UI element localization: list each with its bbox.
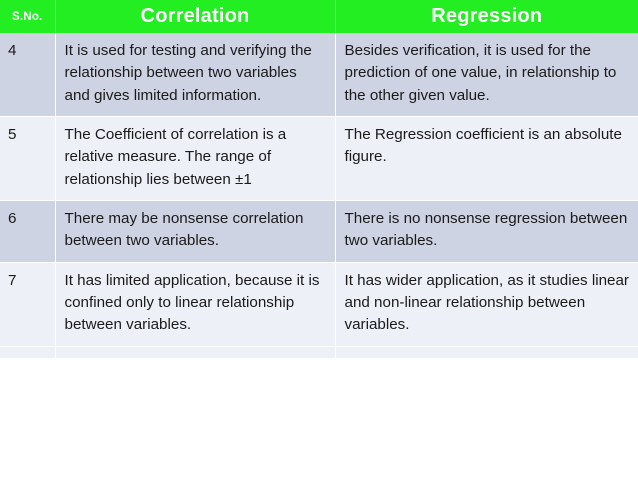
cell-regression: It has wider application, as it studies …	[335, 262, 638, 347]
cell-regression: There is no nonsense regression between …	[335, 200, 638, 263]
spacer-cell-correlation	[55, 346, 336, 359]
cell-regression: The Regression coefficient is an absolut…	[335, 116, 638, 202]
table-header-row: S.No. Correlation Regression	[0, 0, 638, 33]
table-header: S.No. Correlation Regression	[0, 0, 638, 33]
cell-regression: Besides verification, it is used for the…	[335, 33, 638, 118]
cell-correlation: There may be nonsense correlation betwee…	[55, 200, 336, 263]
column-header-regression: Regression	[335, 0, 638, 33]
table-row: 5 The Coefficient of correlation is a re…	[0, 116, 638, 202]
cell-sno: 7	[0, 262, 56, 347]
cell-correlation: It is used for testing and verifying the…	[55, 33, 336, 118]
cell-sno: 4	[0, 33, 56, 118]
table-body: 4 It is used for testing and verifying t…	[0, 33, 638, 359]
bottom-whitespace	[0, 358, 638, 381]
correlation-regression-comparison-table: S.No. Correlation Regression 4 It is use…	[0, 0, 638, 359]
cell-correlation: It has limited application, because it i…	[55, 262, 336, 347]
table-row: 6 There may be nonsense correlation betw…	[0, 200, 638, 263]
table-row: 4 It is used for testing and verifying t…	[0, 33, 638, 118]
cell-sno: 6	[0, 200, 56, 263]
cell-sno: 5	[0, 116, 56, 202]
spacer-cell-sno	[0, 346, 56, 359]
table-row: 7 It has limited application, because it…	[0, 262, 638, 347]
column-header-correlation: Correlation	[55, 0, 336, 33]
cell-correlation: The Coefficient of correlation is a rela…	[55, 116, 336, 202]
column-header-sno: S.No.	[0, 0, 56, 33]
spacer-cell-regression	[335, 346, 638, 359]
table-row-spacer	[0, 346, 638, 359]
